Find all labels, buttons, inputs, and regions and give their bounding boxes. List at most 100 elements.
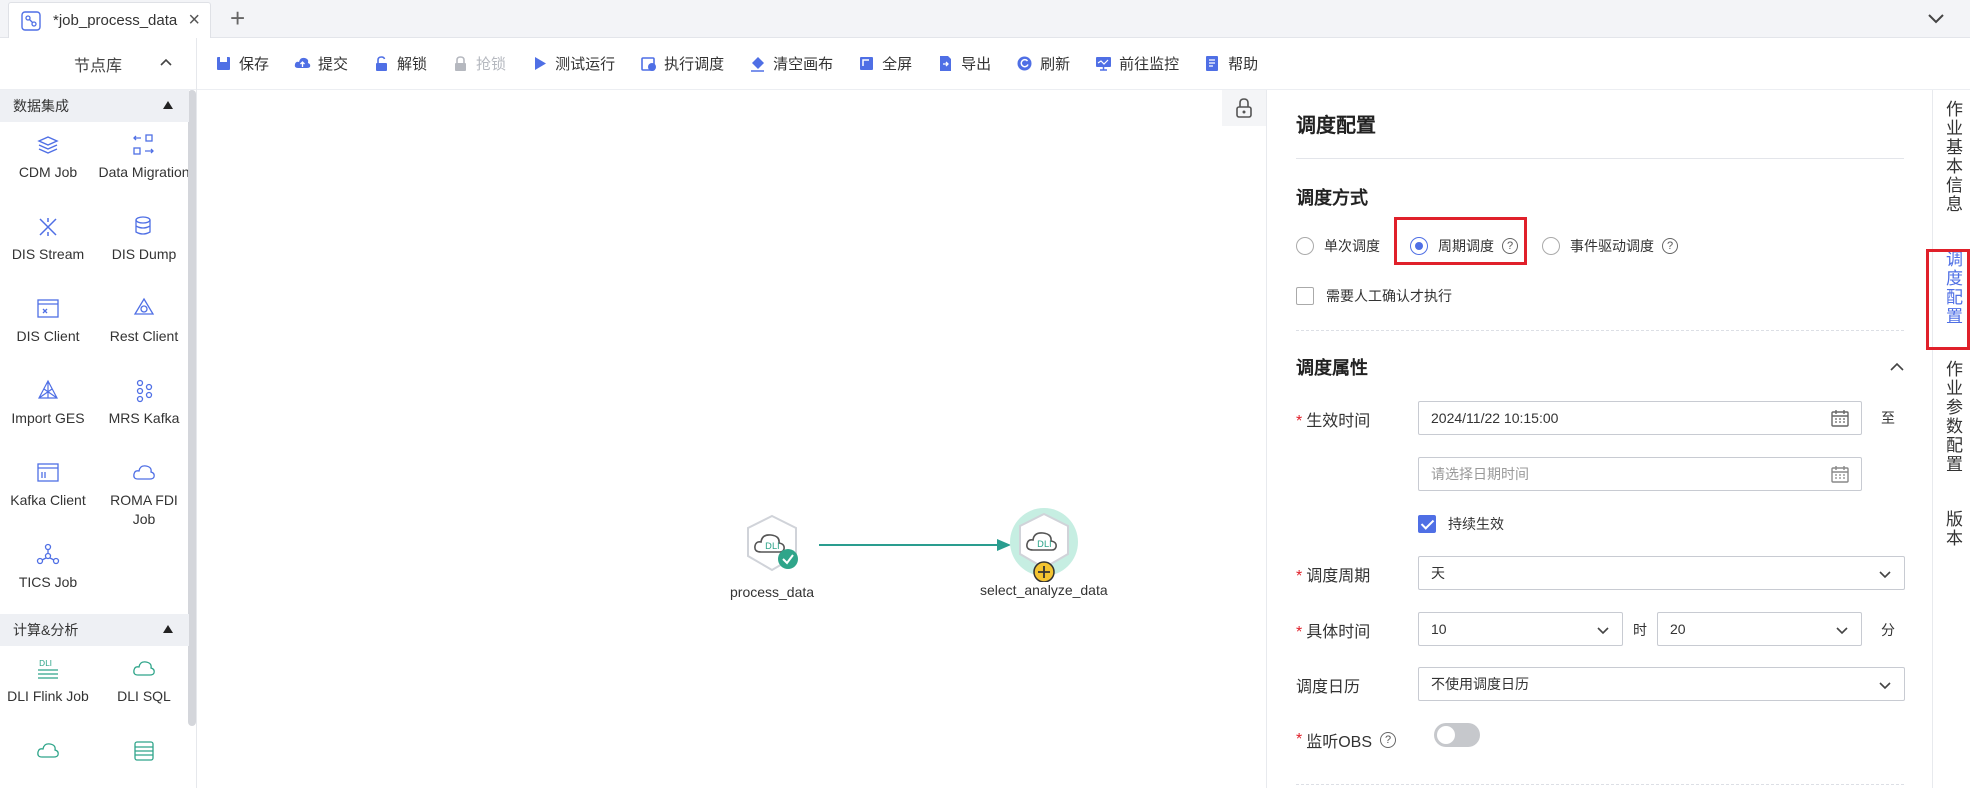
node-dli-flink-job[interactable]: DLI DLI Flink Job xyxy=(0,646,96,728)
tab-title: *job_process_data xyxy=(53,12,178,29)
node-tics-job[interactable]: TICS Job xyxy=(0,532,96,614)
radio-event-label[interactable]: 事件驱动调度 xyxy=(1570,238,1654,254)
node-roma-fdi-job[interactable]: ROMA FDI Job xyxy=(96,450,192,532)
effective-start-input[interactable]: 2024/11/22 10:15:00 xyxy=(1418,401,1862,435)
node-more-1[interactable] xyxy=(0,728,96,810)
schedule-icon xyxy=(641,57,657,71)
continuous-row[interactable]: 持续生效 xyxy=(1418,514,1504,534)
collapse-caret-icon[interactable] xyxy=(163,625,173,633)
collapse-caret-icon[interactable] xyxy=(163,101,173,109)
hour-unit: 时 xyxy=(1633,622,1647,638)
group-data-integration[interactable]: 数据集成 xyxy=(0,90,189,122)
node-library: 节点库 数据集成 CDM Job Data Migration DIS Stre… xyxy=(0,38,197,788)
node-mrs-kafka[interactable]: MRS Kafka xyxy=(96,368,192,450)
clear-canvas-label: 清空画布 xyxy=(773,56,834,73)
continuous-checkbox[interactable] xyxy=(1418,515,1436,533)
cycle-value: 天 xyxy=(1431,565,1445,581)
library-scrollbar[interactable] xyxy=(188,90,196,726)
minute-select[interactable]: 20 xyxy=(1657,612,1862,646)
tab-version[interactable]: 版本 xyxy=(1943,510,1962,548)
calendar-icon[interactable] xyxy=(1831,466,1849,483)
cycle-select[interactable]: 天 xyxy=(1418,556,1905,590)
radio-once-label[interactable]: 单次调度 xyxy=(1324,238,1380,254)
cycle-label: *调度周期 xyxy=(1296,568,1371,585)
add-tab-icon[interactable]: + xyxy=(230,3,246,33)
node-dis-client[interactable]: DIS Client xyxy=(0,286,96,368)
node-grid-data-integration: CDM Job Data Migration DIS Stream DIS Du… xyxy=(0,122,192,614)
export-icon xyxy=(940,56,952,71)
node-kafka-client[interactable]: Kafka Client xyxy=(0,450,96,532)
schedule-mode-heading: 调度方式 xyxy=(1296,188,1368,208)
effective-time-label: *生效时间 xyxy=(1296,413,1371,430)
test-run-button[interactable]: 测试运行 xyxy=(531,53,615,74)
workflow-canvas[interactable]: DLI process_data DLI select_analyze_data xyxy=(197,90,1267,788)
node-more-2[interactable] xyxy=(96,728,192,810)
node-dis-dump[interactable]: DIS Dump xyxy=(96,204,192,286)
highlight-box xyxy=(1926,249,1970,350)
help-button[interactable]: 帮助 xyxy=(1204,53,1258,74)
grab-lock-button[interactable]: 抢锁 xyxy=(452,53,506,74)
fullscreen-label: 全屏 xyxy=(882,56,913,73)
node-dis-stream[interactable]: DIS Stream xyxy=(0,204,96,286)
submit-button[interactable]: 提交 xyxy=(294,53,348,74)
dli-node-icon: DLI xyxy=(747,514,799,572)
go-monitor-button[interactable]: 前往监控 xyxy=(1095,53,1179,74)
node-label: DLI Flink Job xyxy=(7,688,89,704)
radio-event[interactable] xyxy=(1542,237,1560,255)
clear-canvas-button[interactable]: 清空画布 xyxy=(749,53,833,74)
radio-once[interactable] xyxy=(1296,237,1314,255)
node-rest-client[interactable]: Rest Client xyxy=(96,286,192,368)
effective-end-input[interactable]: 请选择日期时间 xyxy=(1418,457,1862,491)
radio-periodic-label[interactable]: 周期调度 xyxy=(1438,238,1494,254)
chevron-up-icon[interactable] xyxy=(1889,360,1905,374)
tab-basic-info[interactable]: 作业基本信息 xyxy=(1943,100,1962,214)
execute-schedule-button[interactable]: 执行调度 xyxy=(640,53,724,74)
manual-confirm-checkbox[interactable] xyxy=(1296,287,1314,305)
calendar-icon[interactable] xyxy=(1831,410,1849,427)
canvas-lock-button[interactable] xyxy=(1222,90,1266,126)
chevron-down-icon[interactable] xyxy=(1926,8,1946,28)
tab-param-config[interactable]: 作业参数配置 xyxy=(1943,360,1962,474)
node-label: Rest Client xyxy=(109,328,179,344)
save-label: 保存 xyxy=(239,56,270,73)
refresh-button[interactable]: 刷新 xyxy=(1016,53,1070,74)
close-icon[interactable]: × xyxy=(188,9,200,31)
node-label: ROMA FDI Job xyxy=(110,492,178,527)
unlock-button[interactable]: 解锁 xyxy=(373,53,427,74)
obs-toggle[interactable] xyxy=(1434,723,1480,747)
help-icon[interactable]: ? xyxy=(1502,238,1518,254)
fullscreen-button[interactable]: 全屏 xyxy=(858,53,912,74)
divider xyxy=(1296,158,1904,159)
chevron-down-icon xyxy=(1879,571,1891,579)
tab-job-process-data[interactable]: *job_process_data × xyxy=(8,2,211,38)
graph-icon xyxy=(38,379,58,399)
hour-select[interactable]: 10 xyxy=(1418,612,1623,646)
test-run-label: 测试运行 xyxy=(555,56,616,73)
node-data-migration[interactable]: Data Migration xyxy=(96,122,192,204)
export-button[interactable]: 导出 xyxy=(937,53,991,74)
svg-text:DLI: DLI xyxy=(39,659,52,668)
save-button[interactable]: 保存 xyxy=(215,53,269,74)
node-cdm-job[interactable]: CDM Job xyxy=(0,122,96,204)
to-text: 至 xyxy=(1881,410,1895,426)
help-icon[interactable]: ? xyxy=(1662,238,1678,254)
tab-schedule-config[interactable]: 调度配置 xyxy=(1943,250,1962,326)
chevron-up-icon[interactable] xyxy=(158,54,174,70)
hour-value: 10 xyxy=(1431,621,1447,637)
flow-node-process-data[interactable]: DLI process_data xyxy=(730,512,814,600)
node-import-ges[interactable]: Import GES xyxy=(0,368,96,450)
obs-label: *监听OBS? xyxy=(1296,728,1397,752)
specific-time-label: *具体时间 xyxy=(1296,624,1371,641)
node-dli-sql[interactable]: DLI SQL xyxy=(96,646,192,728)
help-icon[interactable]: ? xyxy=(1380,732,1397,748)
workflow-icon xyxy=(21,10,41,31)
database-icon xyxy=(135,216,151,235)
dli-flink-icon: DLI xyxy=(38,659,58,679)
group-compute-analysis[interactable]: 计算&分析 xyxy=(0,614,189,646)
play-icon xyxy=(535,57,547,70)
manual-confirm-row[interactable]: 需要人工确认才执行 xyxy=(1296,286,1452,306)
flow-node-select-analyze-data[interactable]: DLI select_analyze_data xyxy=(980,508,1108,598)
node-grid-compute-analysis: DLI DLI Flink Job DLI SQL xyxy=(0,646,189,810)
calendar-select[interactable]: 不使用调度日历 xyxy=(1418,667,1905,701)
radio-periodic[interactable] xyxy=(1410,237,1428,255)
